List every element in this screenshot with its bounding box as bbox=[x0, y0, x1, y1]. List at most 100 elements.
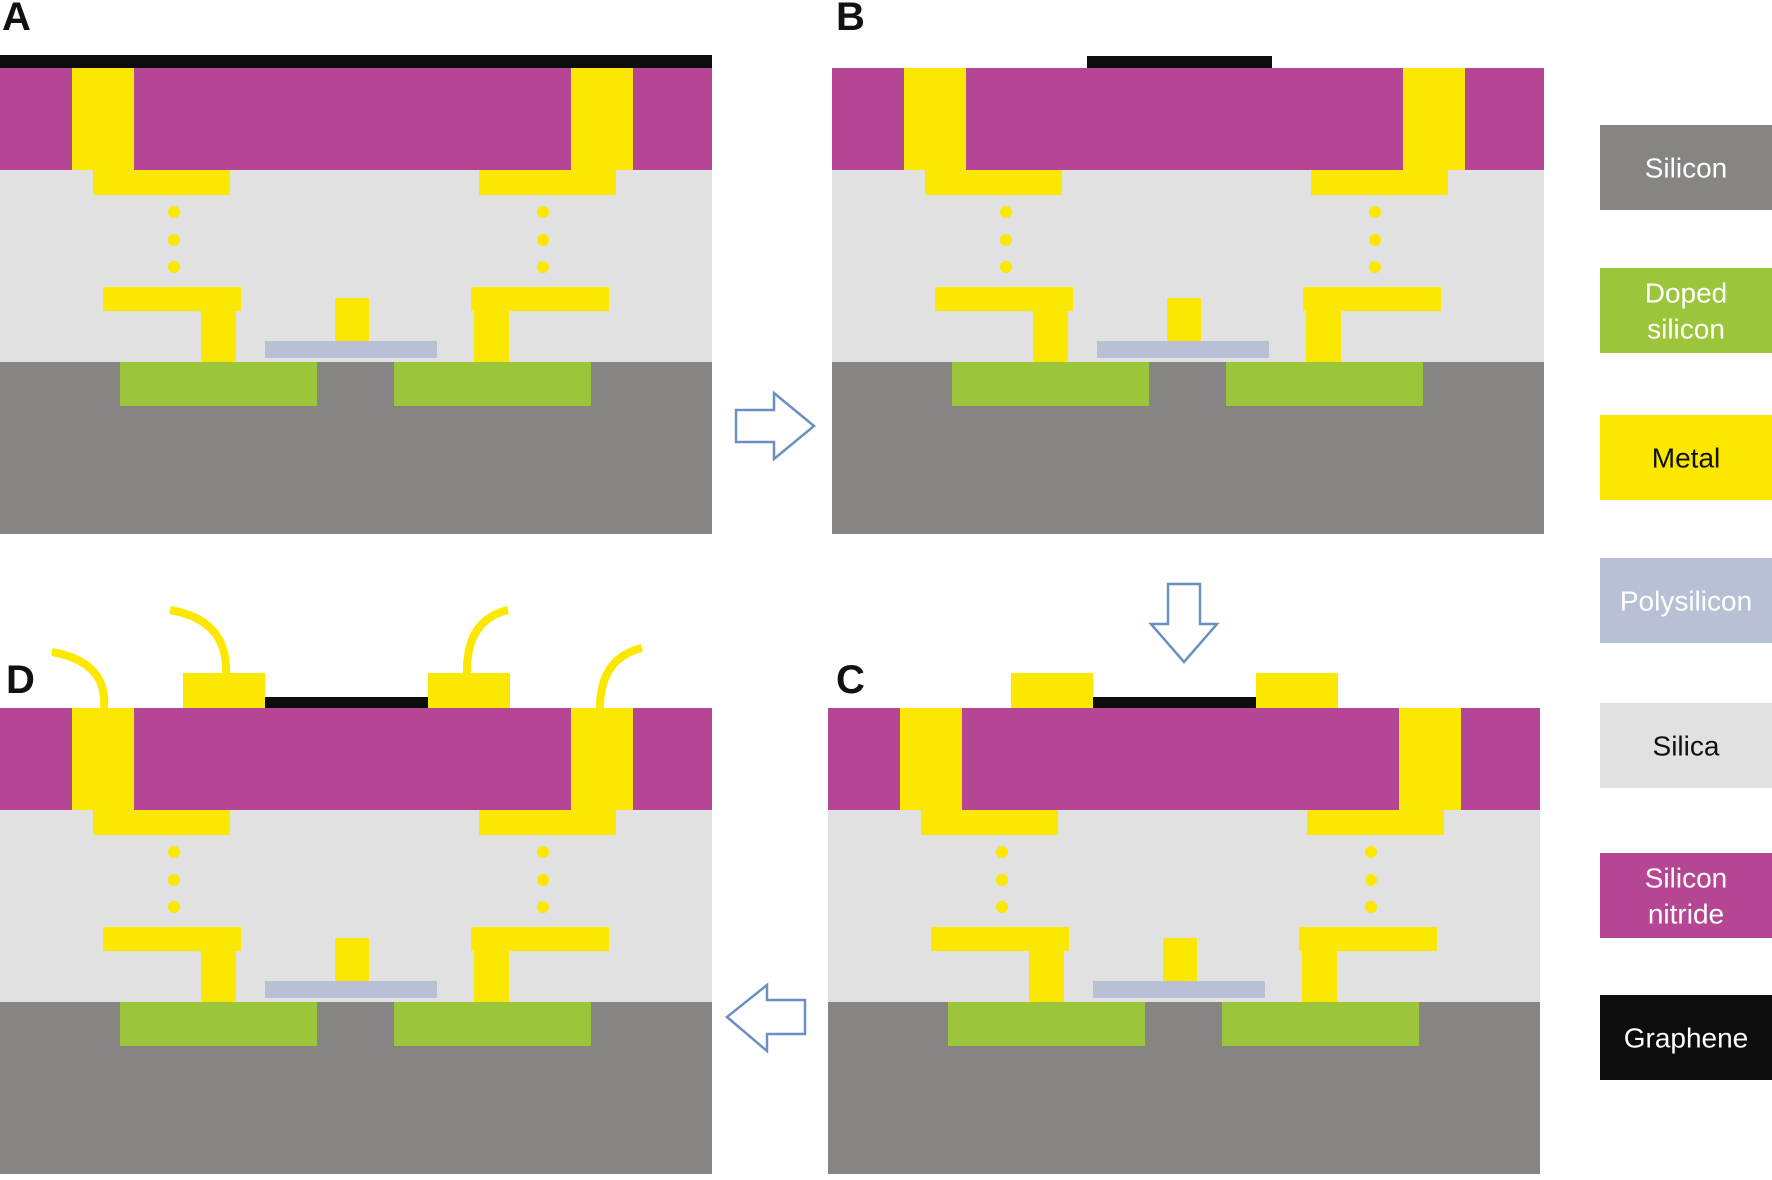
via-dot-right bbox=[537, 206, 549, 218]
upper-metal-left-via bbox=[72, 708, 134, 810]
doped-silicon-left bbox=[120, 1002, 317, 1046]
panel-d bbox=[0, 606, 712, 1174]
gate-metal bbox=[335, 938, 369, 981]
legend: SiliconDopedsiliconMetalPolysiliconSilic… bbox=[1600, 125, 1772, 1080]
panel-c bbox=[828, 673, 1540, 1174]
doped-silicon-right bbox=[1222, 1002, 1419, 1046]
legend-swatch bbox=[1600, 415, 1772, 500]
legend-item-graphene: Graphene bbox=[1600, 995, 1772, 1080]
via-dot-left bbox=[1000, 234, 1012, 246]
upper-metal-left-bar bbox=[921, 810, 1058, 835]
top-contact-left bbox=[1011, 673, 1093, 708]
via-dot-left bbox=[168, 874, 180, 886]
via-dot-left bbox=[1000, 261, 1012, 273]
graphene-channel bbox=[1087, 56, 1272, 68]
legend-swatch bbox=[1600, 558, 1772, 643]
legend-label: nitride bbox=[1648, 899, 1724, 930]
via-dot-left bbox=[996, 901, 1008, 913]
legend-label: Silicon bbox=[1645, 863, 1727, 894]
legend-item-polysilicon: Polysilicon bbox=[1600, 558, 1772, 643]
lower-metal-left-bar bbox=[931, 927, 1069, 951]
upper-metal-right-via bbox=[1403, 68, 1465, 170]
polysilicon-gate bbox=[265, 341, 437, 358]
polysilicon-gate bbox=[265, 981, 437, 998]
panel-a bbox=[0, 55, 712, 534]
doped-silicon-right bbox=[394, 362, 591, 406]
legend-label: Polysilicon bbox=[1620, 586, 1752, 617]
polysilicon-gate bbox=[1093, 981, 1265, 998]
graphene-channel bbox=[265, 697, 428, 708]
legend-item-silicon: Silicon bbox=[1600, 125, 1772, 210]
legend-item-doped-silicon: Doped silicon bbox=[1600, 268, 1772, 353]
silicon-substrate bbox=[832, 362, 1544, 534]
upper-metal-left-via bbox=[904, 68, 966, 170]
lower-metal-right-bar bbox=[1303, 287, 1441, 311]
gate-metal bbox=[1163, 938, 1197, 981]
lower-metal-right-bar bbox=[471, 927, 609, 951]
via-dot-left bbox=[996, 874, 1008, 886]
lower-metal-right-post bbox=[474, 311, 509, 362]
lower-metal-right-post bbox=[1302, 951, 1337, 1002]
graphene-sheet bbox=[0, 55, 712, 68]
lower-metal-left-bar bbox=[103, 927, 241, 951]
via-dot-left bbox=[168, 234, 180, 246]
legend-label: Silica bbox=[1653, 731, 1720, 762]
panel-label-b: B bbox=[836, 0, 865, 39]
upper-metal-left-via bbox=[900, 708, 962, 810]
lower-metal-left-post bbox=[1029, 951, 1064, 1002]
upper-metal-left-bar bbox=[925, 170, 1062, 195]
doped-silicon-left bbox=[948, 1002, 1145, 1046]
graphene-channel bbox=[1093, 697, 1256, 708]
flow-arrow-b-c bbox=[1148, 582, 1220, 664]
lower-metal-left-post bbox=[201, 311, 236, 362]
legend-label: Silicon bbox=[1645, 153, 1727, 184]
legend-label: Metal bbox=[1652, 443, 1720, 474]
panel-label-d: D bbox=[6, 658, 35, 702]
upper-metal-right-bar bbox=[1307, 810, 1444, 835]
via-dot-left bbox=[996, 846, 1008, 858]
gate-metal bbox=[1167, 298, 1201, 341]
panel-label-c: C bbox=[836, 658, 865, 702]
legend-swatch bbox=[1600, 853, 1772, 938]
doped-silicon-right bbox=[394, 1002, 591, 1046]
legend-swatch bbox=[1600, 703, 1772, 788]
via-dot-left bbox=[168, 901, 180, 913]
via-dot-right bbox=[537, 901, 549, 913]
via-dot-right bbox=[537, 874, 549, 886]
legend-label: Graphene bbox=[1624, 1023, 1749, 1054]
panel-b bbox=[832, 56, 1544, 534]
bond-wire-2 bbox=[169, 606, 231, 674]
legend-label: silicon bbox=[1647, 314, 1725, 345]
top-contact-right bbox=[428, 673, 510, 708]
via-dot-right bbox=[1365, 901, 1377, 913]
upper-metal-right-bar bbox=[1311, 170, 1448, 195]
upper-metal-right-bar bbox=[479, 170, 616, 195]
upper-metal-right-via bbox=[571, 68, 633, 170]
via-dot-left bbox=[168, 206, 180, 218]
via-dot-right bbox=[537, 234, 549, 246]
legend-label: Doped bbox=[1645, 278, 1728, 309]
legend-swatch bbox=[1600, 268, 1772, 353]
flow-arrow-c-d bbox=[725, 982, 807, 1054]
via-dot-right bbox=[1369, 206, 1381, 218]
top-contact-right bbox=[1256, 673, 1338, 708]
via-dot-left bbox=[168, 261, 180, 273]
lower-metal-left-bar bbox=[935, 287, 1073, 311]
polysilicon-gate bbox=[1097, 341, 1269, 358]
via-dot-right bbox=[1369, 234, 1381, 246]
via-dot-right bbox=[1365, 874, 1377, 886]
silicon-substrate bbox=[828, 1002, 1540, 1174]
upper-metal-right-via bbox=[571, 708, 633, 810]
upper-metal-right-bar bbox=[479, 810, 616, 835]
silicon-substrate bbox=[0, 362, 712, 534]
via-dot-right bbox=[537, 846, 549, 858]
gate-metal bbox=[335, 298, 369, 341]
upper-metal-left-via bbox=[72, 68, 134, 170]
legend-item-metal: Metal bbox=[1600, 415, 1772, 500]
doped-silicon-left bbox=[120, 362, 317, 406]
legend-swatch bbox=[1600, 995, 1772, 1080]
via-dot-right bbox=[1369, 261, 1381, 273]
legend-swatch bbox=[1600, 125, 1772, 210]
upper-metal-right-via bbox=[1399, 708, 1461, 810]
